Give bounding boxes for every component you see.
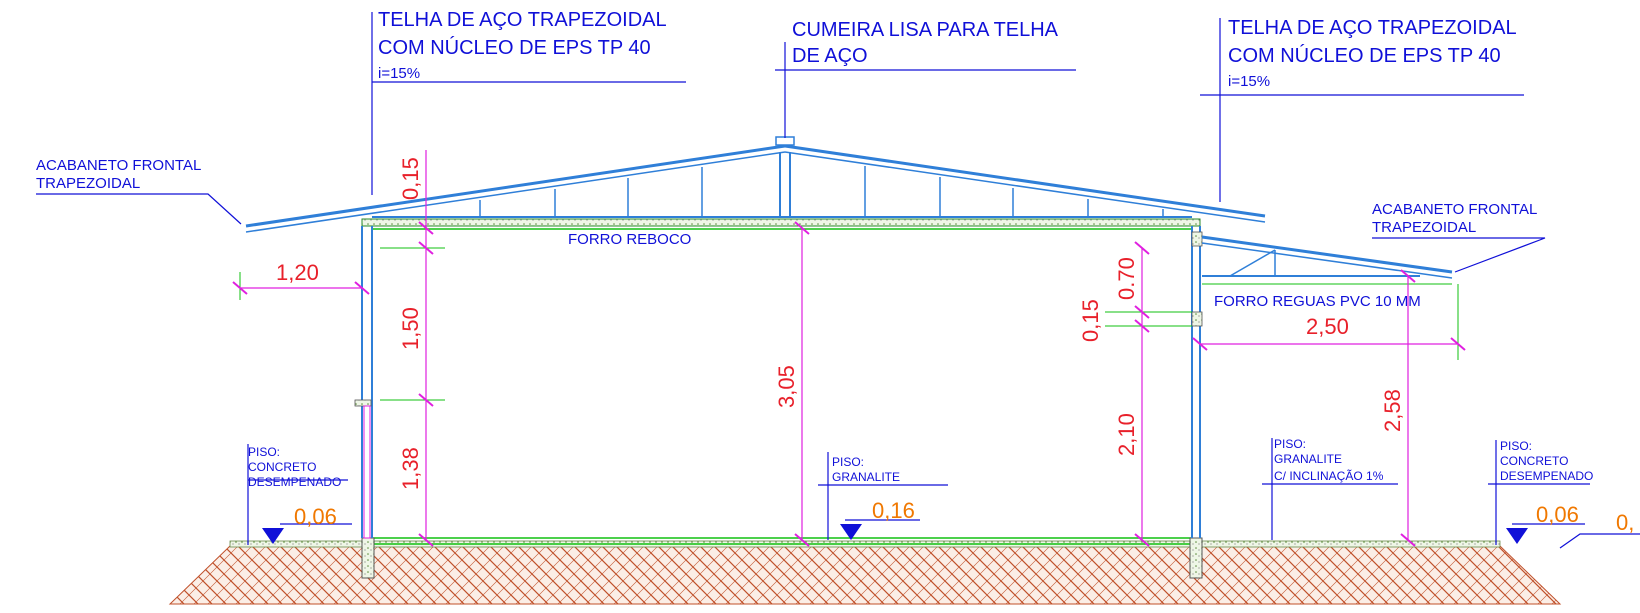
trim-right-label-line2: TRAPEZOIDAL [1372,219,1476,236]
leader-lines [36,12,1640,549]
trim-right-label-line1: ACABANETO FRONTAL [1372,201,1537,218]
ceiling-porch-label: FORRO REGUAS PVC 10 MM [1214,293,1421,310]
floor-left-label-line2: CONCRETO [248,460,316,474]
trim-left-label-line2: TRAPEZOIDAL [36,175,140,192]
main-roof [245,136,1266,233]
trim-left-label-line1: ACABANETO FRONTAL [36,157,201,174]
floor-porch-label-line3: C/ INCLINAÇÃO 1% [1274,469,1384,483]
ceiling-slab [361,218,1201,230]
dimension-values: 1,20 2,50 0,15 1,50 1,38 3,05 0.70 0,15 … [276,157,1405,490]
level-markers: 0,06 0,16 0,06 0, [294,498,1634,535]
floor-right-label-line1: PISO: [1500,439,1532,453]
level-right: 0,06 [1536,502,1579,527]
ceiling-main-label: FORRO REBOCO [568,231,691,248]
ridge-label-line2: DE AÇO [792,45,868,67]
dim-lintel: 0,15 [1078,299,1103,342]
dim-porch-height: 2,58 [1380,389,1405,432]
dim-roof-height: 0,15 [398,157,423,200]
roof-left-slope: i=15% [378,65,420,82]
roof-right-label-line1: TELHA DE AÇO TRAPEZOIDAL [1228,17,1517,39]
annotations: TELHA DE AÇO TRAPEZOIDAL COM NÚCLEO DE E… [36,9,1593,489]
level-left: 0,06 [294,504,337,529]
dim-window-top: 1,50 [398,307,423,350]
dim-ceiling-height: 3,05 [774,365,799,408]
ridge-label-line1: CUMEIRA LISA PARA TELHA [792,19,1059,41]
floor-porch-label-line1: PISO: [1274,437,1306,451]
level-interior: 0,16 [872,498,915,523]
roof-left-label-line1: TELHA DE AÇO TRAPEZOIDAL [378,9,667,31]
porch-roof [1201,235,1453,285]
dim-porch-width: 2,50 [1306,314,1349,339]
walls [354,226,1203,539]
roof-left-label-line2: COM NÚCLEO DE EPS TP 40 [378,36,651,59]
dim-door-head: 0.70 [1114,257,1139,300]
floor-mid-label-line2: GRANALITE [832,470,900,484]
floor-left-label-line3: DESEMPENADO [248,475,341,489]
floor-porch-label-line2: GRANALITE [1274,452,1342,466]
dim-sill-height: 1,38 [398,447,423,490]
floor-right-label-line2: CONCRETO [1500,454,1568,468]
dim-eave-overhang: 1,20 [276,260,319,285]
dimension-lines [239,150,1459,540]
dimension-ticks [232,221,1466,547]
ground [168,540,1562,605]
dim-door-height: 2,10 [1114,413,1139,456]
roof-right-slope: i=15% [1228,73,1270,90]
floor-left-label-line1: PISO: [248,445,280,459]
level-far-right: 0, [1616,510,1634,535]
floor-slab [361,537,1203,579]
floor-right-label-line3: DESEMPENADO [1500,469,1593,483]
roof-right-label-line2: COM NÚCLEO DE EPS TP 40 [1228,44,1501,67]
floor-mid-label-line1: PISO: [832,455,864,469]
